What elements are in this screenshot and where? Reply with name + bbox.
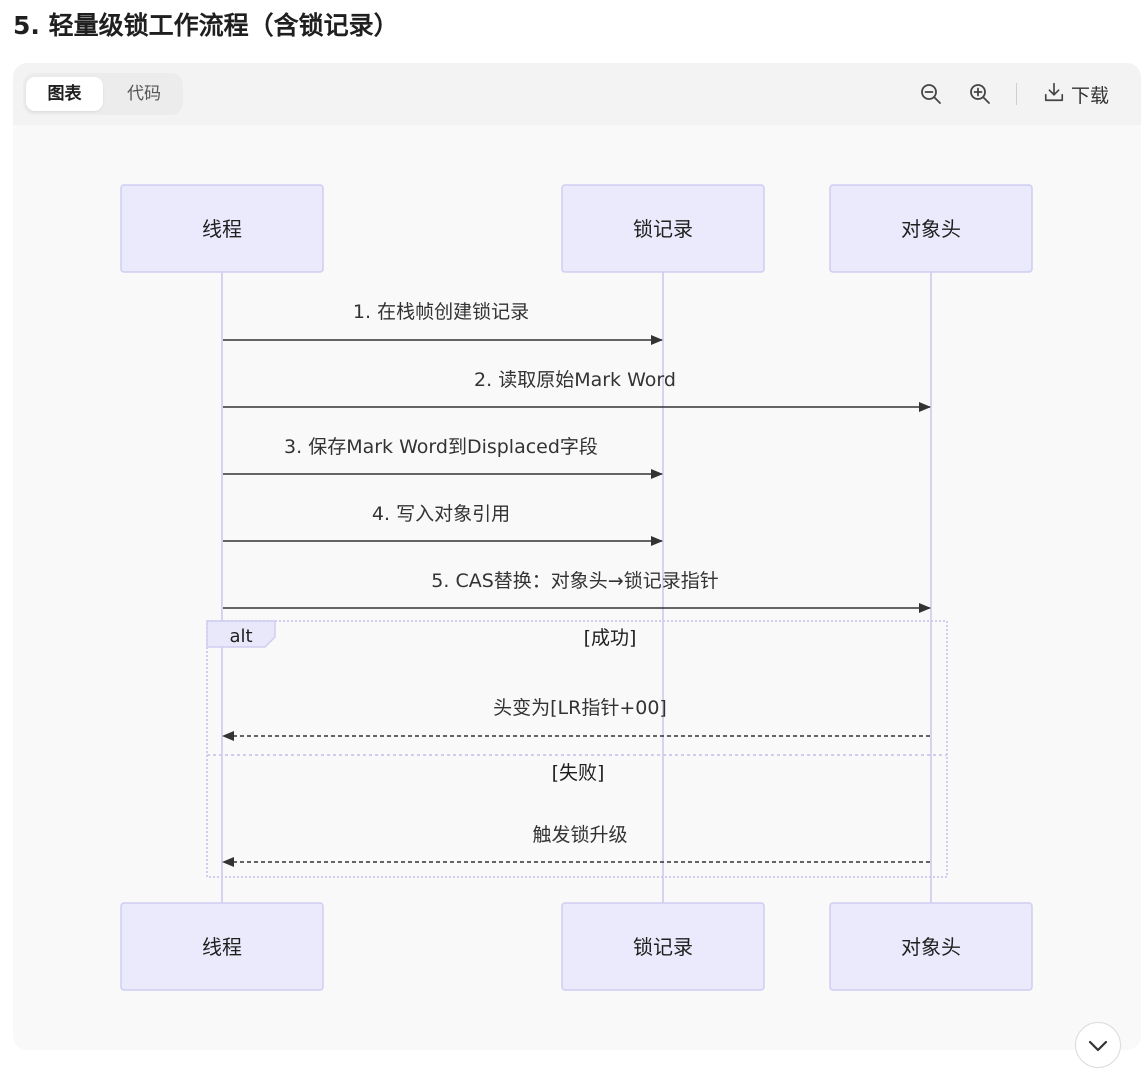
sequence-diagram: 线程 锁记录 对象头 1. 在栈帧创建锁记录 2. 读取原始Mark Word … <box>120 184 1033 991</box>
participant-label: 线程 <box>202 935 242 959</box>
toolbar: 图表 代码 下载 <box>13 63 1141 125</box>
participant-lock-record-top: 锁记录 <box>561 184 765 273</box>
download-label: 下载 <box>1071 84 1110 107</box>
participant-thread-top: 线程 <box>120 184 324 273</box>
message-label: 头变为[LR指针+00] <box>493 697 667 719</box>
participant-thread-bottom: 线程 <box>120 902 324 991</box>
participant-label: 线程 <box>202 217 242 241</box>
chevron-down-icon <box>1076 1040 1120 1071</box>
participant-label: 对象头 <box>901 217 961 241</box>
participant-object-header-top: 对象头 <box>829 184 1033 273</box>
participant-lock-record-bottom: 锁记录 <box>561 902 765 991</box>
page-title: 5. 轻量级锁工作流程（含锁记录） <box>13 11 399 40</box>
participant-label: 锁记录 <box>633 935 693 959</box>
message-label: 4. 写入对象引用 <box>372 503 510 525</box>
message-label: 触发锁升级 <box>532 824 627 846</box>
expand-button[interactable] <box>1075 1022 1121 1068</box>
tab-code[interactable]: 代码 <box>127 84 161 104</box>
tab-diagram[interactable]: 图表 <box>26 77 103 111</box>
alt-fragment: alt [成功] [失败] <box>206 620 948 878</box>
download-icon <box>1043 81 1065 108</box>
participant-label: 锁记录 <box>633 217 693 241</box>
participant-label: 对象头 <box>901 935 961 959</box>
view-switcher: 图表 代码 <box>23 73 183 115</box>
message-label: 3. 保存Mark Word到Displaced字段 <box>284 436 598 458</box>
message-label: 5. CAS替换：对象头→锁记录指针 <box>431 570 718 592</box>
download-button[interactable]: 下载 <box>1043 81 1109 107</box>
diagram-card: 图表 代码 下载 <box>13 63 1141 1050</box>
zoom-in-icon[interactable] <box>968 82 992 106</box>
alt-condition: [成功] <box>584 627 637 649</box>
zoom-out-icon[interactable] <box>919 82 943 106</box>
toolbar-divider <box>1016 83 1017 105</box>
participant-object-header-bottom: 对象头 <box>829 902 1033 991</box>
alt-condition: [失败] <box>552 762 605 784</box>
message-label: 2. 读取原始Mark Word <box>474 369 676 391</box>
alt-label: alt <box>229 626 252 647</box>
message-label: 1. 在栈帧创建锁记录 <box>353 301 529 323</box>
